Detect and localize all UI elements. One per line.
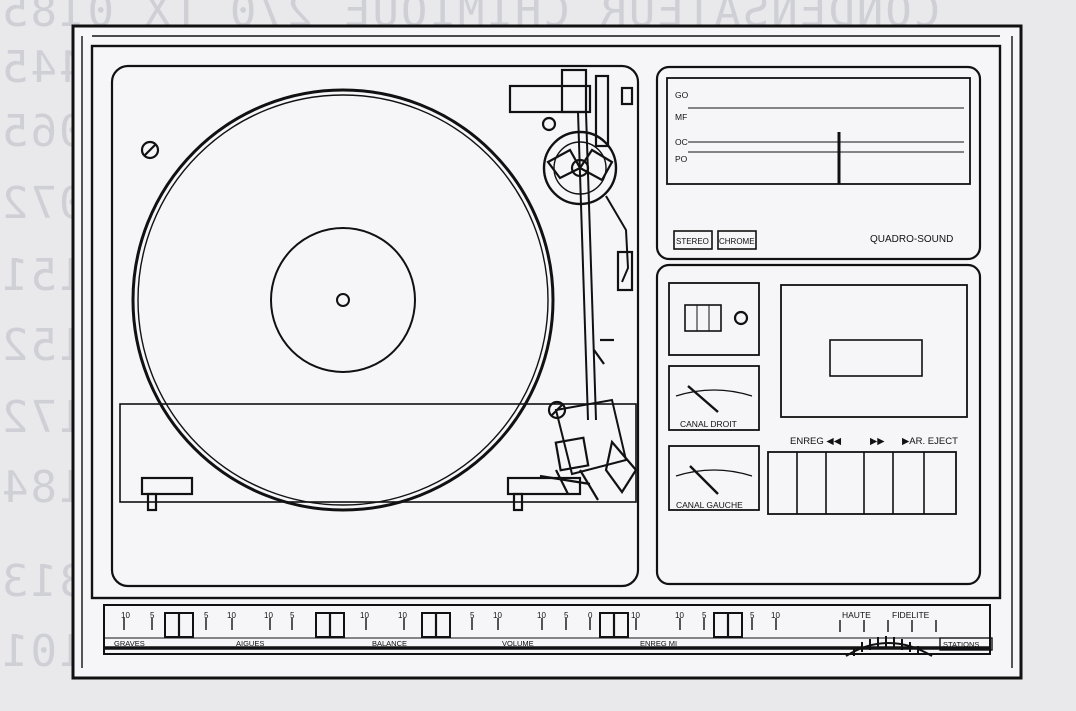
- brand-label: QUADRO-SOUND: [870, 234, 953, 245]
- scale-number: 10: [493, 611, 502, 620]
- record-rewind-label: ENREG ◀◀: [790, 436, 842, 447]
- stereo-indicator[interactable]: [673, 230, 713, 250]
- slider-strip: [103, 604, 991, 655]
- record-led-icon: [733, 310, 749, 326]
- spindle-icon: [336, 293, 350, 307]
- cassette-switch-box: [668, 282, 760, 356]
- transport-keys: [767, 451, 957, 515]
- pivot-icon: [541, 116, 557, 132]
- screw-icon: [140, 140, 160, 160]
- vu-needle: [689, 465, 719, 495]
- dolby-switch[interactable]: [684, 304, 722, 332]
- scale-number: 10: [631, 611, 640, 620]
- vu-needle: [687, 385, 719, 413]
- stereo-label: STEREO: [676, 237, 709, 246]
- tuner-panel: [655, 65, 982, 261]
- scale-number: 5: [470, 611, 475, 620]
- vu-meter-right: [668, 365, 760, 431]
- scale-number: 5: [290, 611, 295, 620]
- vu-left-label: CANAL GAUCHE: [676, 500, 743, 510]
- turntable-plinth: [110, 64, 640, 588]
- vu-right-label: CANAL DROIT: [680, 419, 737, 429]
- scale-number: 10: [227, 611, 236, 620]
- record-label: [270, 227, 416, 373]
- stations-label: STATIONS: [943, 640, 979, 649]
- band-label-go: GO: [675, 90, 689, 100]
- fast-forward-label: ▶▶: [870, 436, 885, 447]
- scale-number: 10: [771, 611, 780, 620]
- vu-meter-left: [668, 445, 760, 511]
- tuner-dial-window: [666, 77, 971, 185]
- arm-lift-handle[interactable]: [616, 250, 634, 292]
- cueing-lever[interactable]: [140, 476, 194, 496]
- scale-number: 0: [588, 611, 593, 620]
- cassette-panel: [655, 263, 982, 586]
- cassette-door[interactable]: [780, 284, 968, 418]
- stop-eject-label: ▶AR. EJECT: [902, 436, 958, 447]
- chrome-button[interactable]: [717, 230, 757, 250]
- slider-label-balance: BALANCE: [372, 639, 407, 648]
- scale-number: 5: [150, 611, 155, 620]
- cabinet-inner: [90, 44, 1002, 600]
- scale-number: 10: [264, 611, 273, 620]
- scale-number: 5: [564, 611, 569, 620]
- scale-number: 5: [204, 611, 209, 620]
- tonearm-counterweight[interactable]: [508, 84, 592, 114]
- scale-number: 10: [398, 611, 407, 620]
- cassette-window: [829, 339, 923, 377]
- slider-label-volume: VOLUME: [502, 639, 534, 648]
- platter-edge[interactable]: [131, 88, 555, 512]
- band-label-oc: OC: [675, 137, 688, 147]
- slider-label-fidelite: FIDELITE: [892, 610, 930, 620]
- tonearm-tube[interactable]: [577, 111, 589, 421]
- band-label-mf: MF: [675, 112, 687, 122]
- scale-number: 10: [121, 611, 130, 620]
- slider-label-enreg: ENREG MI: [640, 639, 677, 648]
- scale-number: 5: [750, 611, 755, 620]
- slider-label-aigues: AIGUES: [236, 639, 264, 648]
- scale-number: 10: [537, 611, 546, 620]
- tonearm-rest: [506, 476, 582, 496]
- chrome-label: CHROME: [719, 237, 755, 246]
- slider-label-haute: HAUTE: [842, 610, 871, 620]
- scale-number: 10: [360, 611, 369, 620]
- band-label-po: PO: [675, 154, 688, 164]
- slider-label-graves: GRAVES: [114, 639, 145, 648]
- platter-rim: [137, 94, 549, 506]
- scale-number: 5: [702, 611, 707, 620]
- stations-button[interactable]: [939, 637, 993, 651]
- scale-number: 10: [675, 611, 684, 620]
